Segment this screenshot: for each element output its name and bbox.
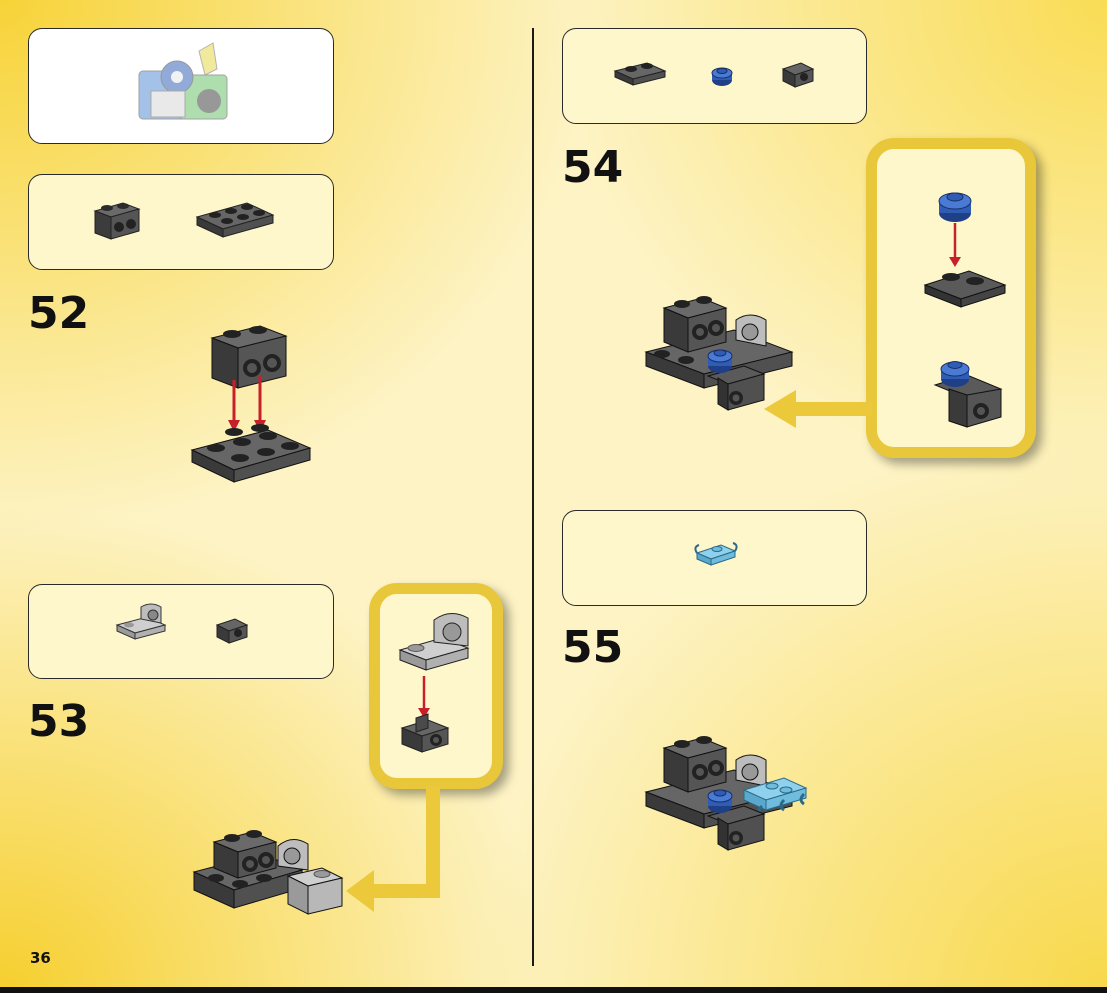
bracket-icon xyxy=(113,601,173,641)
step-number-53: 53 xyxy=(28,700,89,744)
parts-callout-step54 xyxy=(562,28,867,124)
page-bottom-bar xyxy=(0,987,1107,993)
sub54-illustration xyxy=(877,149,1025,447)
plate-2x3-icon xyxy=(191,195,281,245)
brick-1x2-icon xyxy=(89,193,149,243)
clip-plate-icon xyxy=(693,539,739,569)
step53-illustration xyxy=(192,812,352,922)
plate-1x2-icon xyxy=(613,57,669,87)
step55-illustration xyxy=(644,730,814,860)
sub-assembly-step53 xyxy=(369,583,503,789)
arrow-step53 xyxy=(340,786,450,926)
model-preview-callout xyxy=(28,28,334,144)
parts-callout-step55 xyxy=(562,510,867,606)
round-plate-icon xyxy=(709,63,735,89)
page-number: 36 xyxy=(30,949,51,967)
sub-assembly-step54 xyxy=(866,138,1036,458)
parts-callout-step52 xyxy=(28,174,334,270)
step-number-54: 54 xyxy=(562,146,623,190)
step-number-52: 52 xyxy=(28,292,89,336)
page-divider xyxy=(532,28,534,966)
step54-illustration xyxy=(644,290,804,420)
step-number-55: 55 xyxy=(562,626,623,670)
parts-callout-step53 xyxy=(28,584,334,679)
sub53-illustration xyxy=(380,594,492,778)
step52-illustration xyxy=(190,320,320,500)
bracket-small-icon xyxy=(213,611,253,647)
model-preview-icon xyxy=(29,29,335,145)
bracket-small-icon xyxy=(779,55,819,91)
